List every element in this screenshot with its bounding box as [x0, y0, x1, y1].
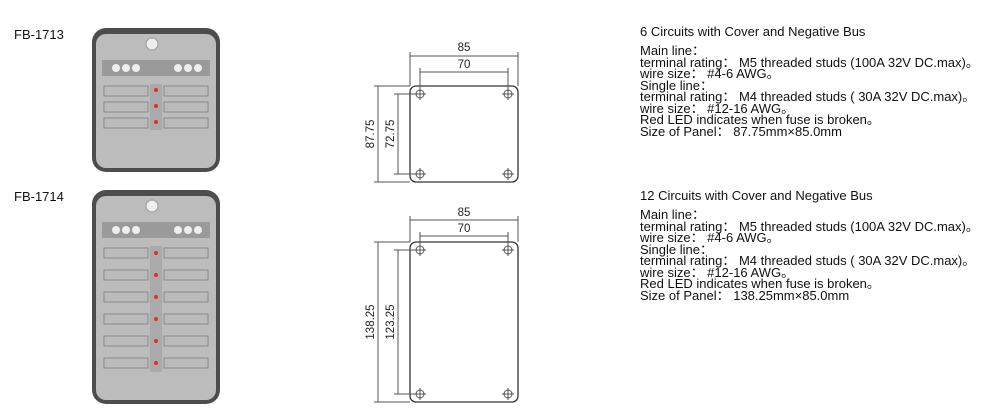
- spec-line: Main line：: [640, 207, 706, 222]
- spec-line: wire size： #4-6 AWG。: [640, 66, 780, 81]
- dimension-drawing-fb1713: 85 70 87.75 72.75: [365, 42, 519, 183]
- dim-inner-height: 123.25: [385, 304, 397, 339]
- dim-outer-height: 87.75: [365, 120, 377, 149]
- spec-line: Single line：: [640, 241, 713, 257]
- dimension-drawing-fb1714: 85 70 138.25 123.25: [365, 207, 519, 403]
- spec-line: terminal rating： M5 threaded studs (100A…: [640, 54, 979, 70]
- dim-inner-height: 72.75: [385, 120, 397, 149]
- dim-inner-width: 70: [458, 223, 471, 235]
- spec-line: Single line：: [640, 77, 713, 93]
- spec-line: Size of Panel： 138.25mm×85.0mm: [640, 287, 850, 303]
- fuse-box-12-circuit-photo: [92, 190, 220, 404]
- dim-outer-width: 85: [458, 207, 471, 219]
- spec-line: wire size： #12-16 AWG。: [640, 264, 795, 280]
- dim-outer-width: 85: [458, 42, 471, 54]
- dim-inner-width: 70: [458, 59, 471, 71]
- spec-line: terminal rating： M5 threaded studs (100A…: [640, 218, 979, 234]
- model-label-fb1713: FB-1713: [14, 27, 64, 42]
- spec-title: 6 Circuits with Cover and Negative Bus: [640, 24, 866, 39]
- spec-title: 12 Circuits with Cover and Negative Bus: [640, 188, 873, 203]
- fuse-box-6-circuit-photo: [92, 28, 220, 172]
- spec-line: Red LED indicates when fuse is broken。: [640, 276, 880, 291]
- spec-line: Main line：: [640, 43, 706, 58]
- spec-line: wire size： #4-6 AWG。: [640, 230, 780, 245]
- dim-outer-height: 138.25: [365, 304, 377, 339]
- spec-line: terminal rating： M4 threaded studs ( 30A…: [640, 89, 976, 104]
- model-label-fb1714: FB-1714: [14, 189, 64, 204]
- spec-block-fb1714: 12 Circuits with Cover and Negative Bus …: [640, 188, 979, 303]
- spec-line: Red LED indicates when fuse is broken。: [640, 112, 880, 127]
- spec-line: terminal rating： M4 threaded studs ( 30A…: [640, 253, 976, 268]
- spec-block-fb1713: 6 Circuits with Cover and Negative Bus M…: [640, 24, 979, 139]
- spec-line: Size of Panel： 87.75mm×85.0mm: [640, 123, 842, 139]
- spec-line: wire size： #12-16 AWG。: [640, 100, 795, 116]
